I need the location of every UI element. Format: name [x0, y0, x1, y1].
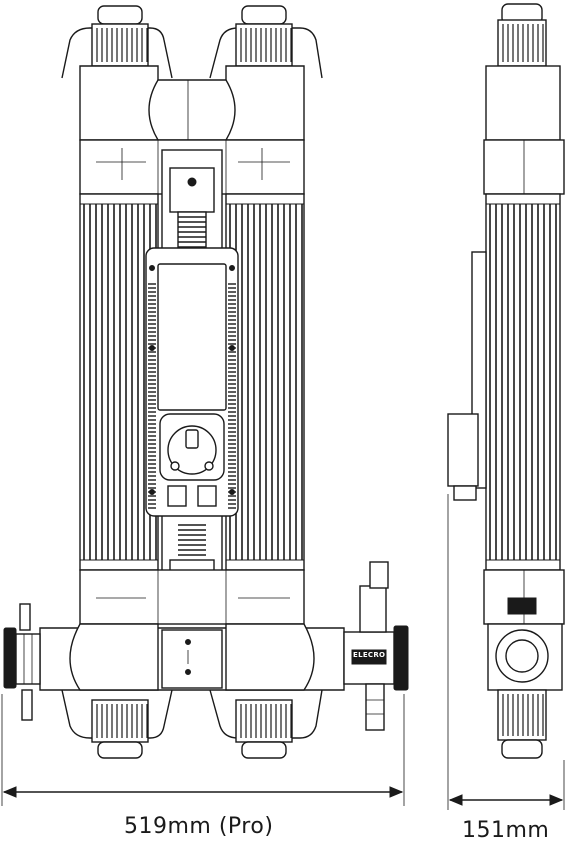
width-dimension — [1, 694, 405, 806]
top-left-cap — [91, 5, 149, 67]
top-right-cap — [235, 5, 293, 67]
side-view — [447, 3, 565, 759]
width-dimension-label: 519mm (Pro) — [124, 814, 274, 839]
front-view — [3, 5, 409, 759]
top-center-bulge — [148, 79, 236, 141]
right-outlet — [343, 561, 409, 731]
depth-dimension — [447, 494, 565, 810]
control-box — [145, 247, 239, 517]
top-right-housing — [225, 65, 305, 141]
top-left-housing — [79, 65, 159, 141]
right-ribbed-tube — [225, 193, 305, 571]
dial-icon — [167, 425, 217, 475]
bottom-right-cap — [235, 699, 293, 759]
left-inlet — [3, 603, 41, 721]
bottom-left-cap — [91, 699, 149, 759]
bottom-collar — [79, 569, 305, 625]
brand-label: ELECRO — [353, 651, 386, 659]
depth-dimension-label: 151mm — [462, 818, 550, 843]
